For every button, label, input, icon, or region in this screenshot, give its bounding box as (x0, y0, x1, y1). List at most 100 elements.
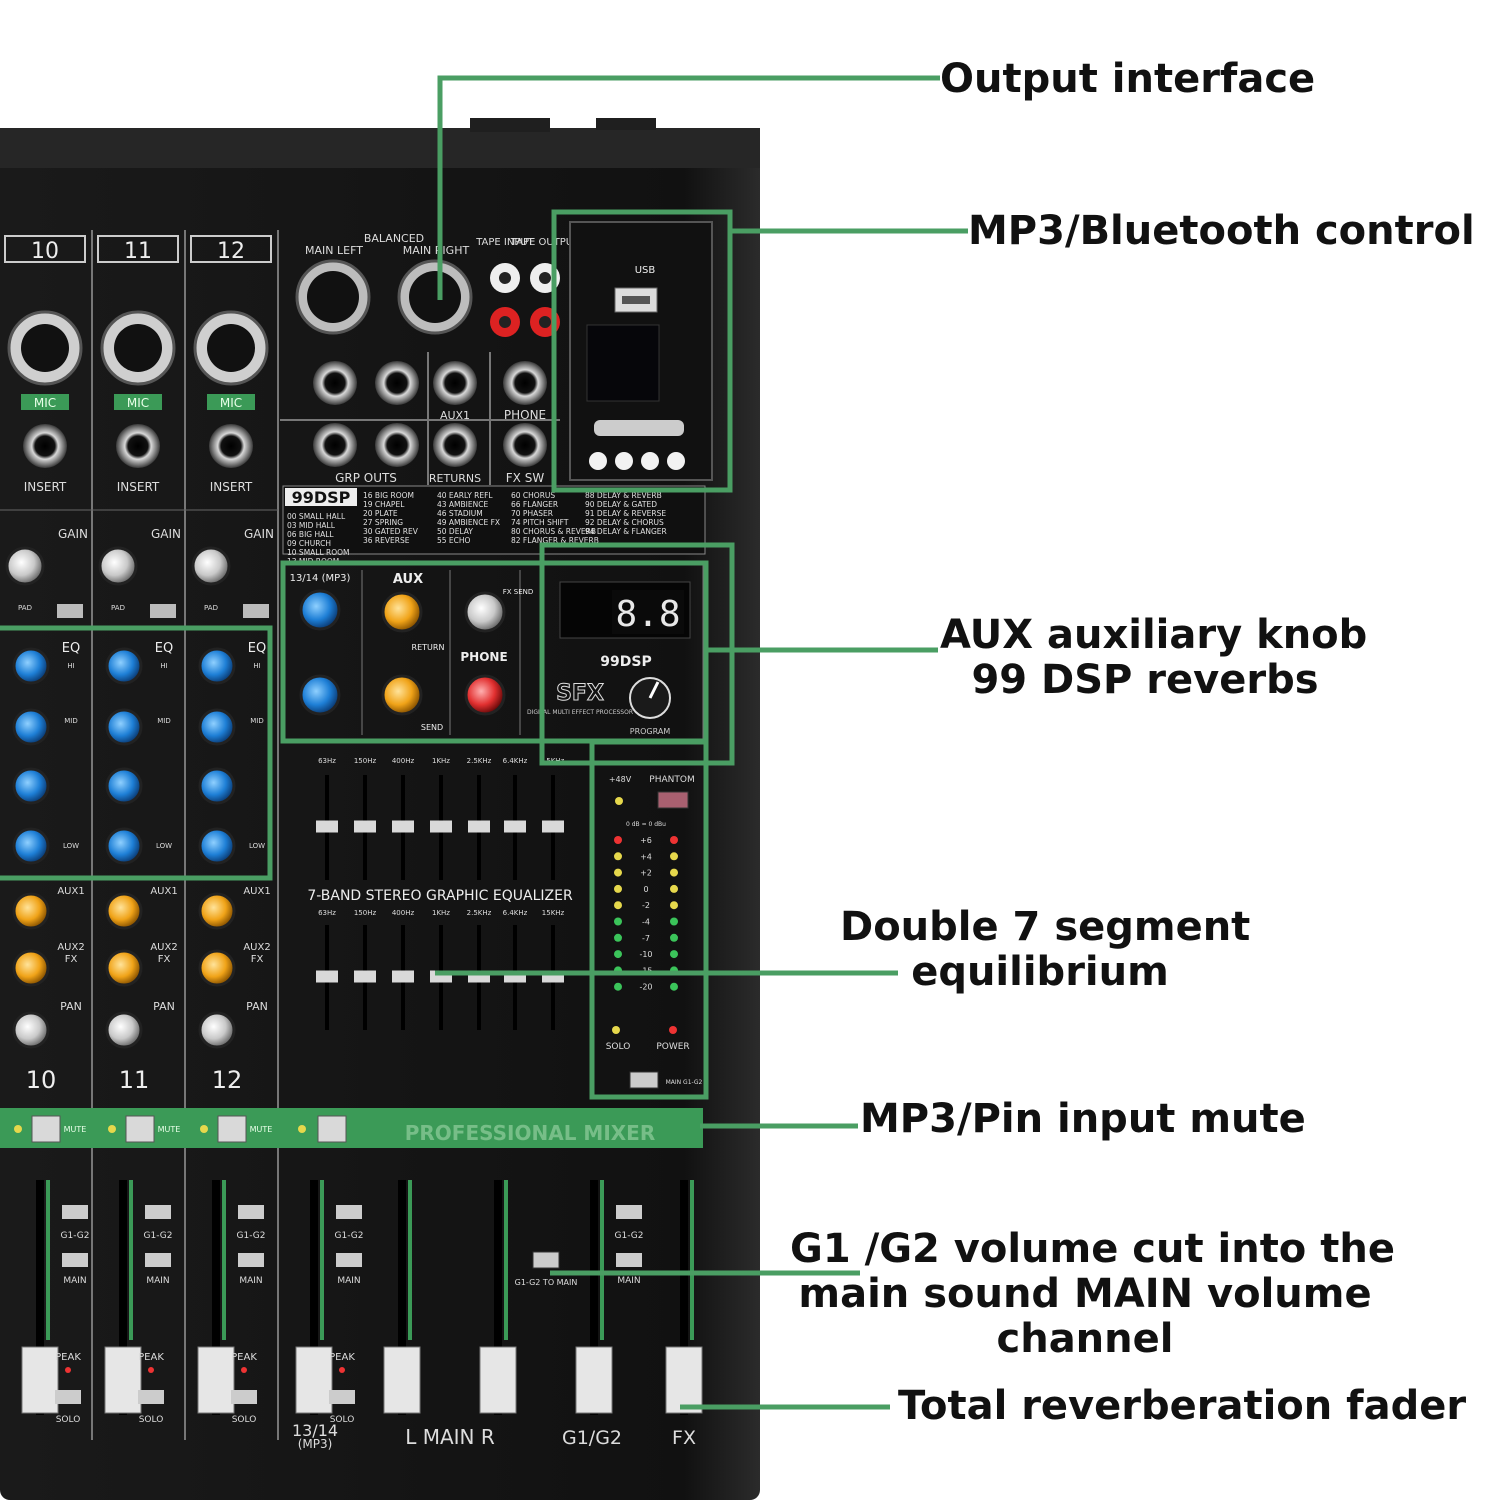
mp3-button-mode[interactable] (667, 452, 685, 470)
ch12-insert-jack[interactable] (209, 424, 253, 468)
geq-slider-cap-l[interactable] (392, 820, 414, 833)
fader-cap-6[interactable] (575, 1346, 613, 1414)
main-assign-button[interactable] (62, 1253, 88, 1267)
geq-slider-cap-l[interactable] (542, 820, 564, 833)
g1g2-assign-button[interactable] (145, 1205, 171, 1219)
ch12-pan-knob[interactable] (198, 1011, 236, 1049)
ch12-eq-knob-3[interactable] (198, 827, 236, 865)
main-assign-button[interactable] (238, 1253, 264, 1267)
jack-returns[interactable] (433, 423, 477, 467)
geq-slider-cap-l[interactable] (504, 820, 526, 833)
ch10-pan-knob[interactable] (12, 1011, 50, 1049)
aux-return-knob[interactable] (381, 591, 423, 633)
ch11-gain-knob[interactable] (98, 546, 138, 586)
geq-slider-cap-l[interactable] (354, 820, 376, 833)
ch11-aux1-knob[interactable] (105, 892, 143, 930)
ch12-eq-knob-0[interactable] (198, 647, 236, 685)
fader-cap-3[interactable] (295, 1346, 333, 1414)
ch10-aux2-knob[interactable] (12, 949, 50, 987)
mute-button-mp3[interactable] (317, 1115, 347, 1143)
solo-button[interactable] (231, 1390, 257, 1404)
phantom-button[interactable] (657, 791, 689, 809)
ch10-pad-button[interactable] (57, 604, 83, 618)
peak-led (148, 1367, 154, 1373)
mp3-hi-knob[interactable] (299, 589, 341, 631)
jack-bal-l[interactable] (313, 361, 357, 405)
mp3-button-prev[interactable] (589, 452, 607, 470)
solo-button[interactable] (138, 1390, 164, 1404)
fader-track (212, 1180, 220, 1415)
meter-led-l (614, 950, 622, 959)
main-assign-button[interactable] (145, 1253, 171, 1267)
jack-grp-2[interactable] (375, 423, 419, 467)
ch12-pad-button[interactable] (243, 604, 269, 618)
ch11-eq-knob-0[interactable] (105, 647, 143, 685)
ch11-pan-label: PAN (153, 1000, 175, 1013)
mp3-button-next[interactable] (641, 452, 659, 470)
geq-slider-cap-r[interactable] (392, 970, 414, 983)
aux-send-knob[interactable] (381, 674, 423, 716)
ch12-gain-knob[interactable] (191, 546, 231, 586)
g1g2-assign-button[interactable] (336, 1205, 362, 1219)
ch11-eq-knob-2[interactable] (105, 767, 143, 805)
fader-cap-5[interactable] (479, 1346, 517, 1414)
ch10-eq-knob-1[interactable] (12, 708, 50, 746)
callout-double7-line1: Double 7 segment (840, 904, 1251, 950)
geq-slider-cap-r[interactable] (354, 970, 376, 983)
g1g2-assign-button[interactable] (238, 1205, 264, 1219)
ch10-mid-label: MID (64, 717, 78, 725)
g1g2-to-main-button[interactable] (532, 1251, 560, 1269)
mp3-low-knob[interactable] (299, 674, 341, 716)
ch12-aux2-knob[interactable] (198, 949, 236, 987)
fx-send-knob[interactable] (464, 591, 506, 633)
jack-fx-sw[interactable] (503, 423, 547, 467)
fader-cap-7[interactable] (665, 1346, 703, 1414)
ch10-aux1-knob[interactable] (12, 892, 50, 930)
fader-cap-1[interactable] (104, 1346, 142, 1414)
main-assign-button[interactable] (336, 1253, 362, 1267)
mute-button-ch10[interactable] (31, 1115, 61, 1143)
ch10-gain-knob[interactable] (5, 546, 45, 586)
ch12-eq-knob-2[interactable] (198, 767, 236, 805)
jack-grp-1[interactable] (313, 423, 357, 467)
solo-button[interactable] (329, 1390, 355, 1404)
fader-cap-4[interactable] (383, 1346, 421, 1414)
ch11-insert-jack[interactable] (116, 424, 160, 468)
ch12-eq-knob-1[interactable] (198, 708, 236, 746)
fader-cap-2[interactable] (197, 1346, 235, 1414)
bottom-label-fx: FX (672, 1427, 696, 1449)
ch11-eq-knob-3[interactable] (105, 827, 143, 865)
ch12-number-box (190, 235, 272, 263)
solo-button[interactable] (55, 1390, 81, 1404)
g1g2-assign-button[interactable] (616, 1205, 642, 1219)
main-assign-label: MAIN (617, 1276, 640, 1286)
ch10-eq-knob-2[interactable] (12, 767, 50, 805)
ch10-insert-jack[interactable] (23, 424, 67, 468)
mp3-button-play[interactable] (615, 452, 633, 470)
mute-button-ch11[interactable] (125, 1115, 155, 1143)
g1g2-assign-button[interactable] (62, 1205, 88, 1219)
phone-volume-knob[interactable] (464, 674, 506, 716)
geq-slider-cap-r[interactable] (316, 970, 338, 983)
ch11-aux2-knob[interactable] (105, 949, 143, 987)
dsp-preset-item: 80 CHORUS & REVERB (511, 527, 596, 536)
dsp-preset-item: 90 DELAY & GATED (585, 500, 657, 509)
geq-slider-cap-l[interactable] (316, 820, 338, 833)
mute-button-ch12[interactable] (217, 1115, 247, 1143)
ch10-eq-knob-3[interactable] (12, 827, 50, 865)
ch11-pan-knob[interactable] (105, 1011, 143, 1049)
ch11-pad-button[interactable] (150, 604, 176, 618)
main-assign-button[interactable] (616, 1253, 642, 1267)
ch12-mid-label: MID (250, 717, 264, 725)
geq-slider-cap-l[interactable] (430, 820, 452, 833)
ch10-pan-label: PAN (60, 1000, 82, 1013)
ch12-aux1-knob[interactable] (198, 892, 236, 930)
main-g1g2-button[interactable] (629, 1071, 659, 1089)
fader-cap-0[interactable] (21, 1346, 59, 1414)
jack-aux1[interactable] (433, 361, 477, 405)
jack-phone[interactable] (503, 361, 547, 405)
jack-bal-r[interactable] (375, 361, 419, 405)
ch11-eq-knob-1[interactable] (105, 708, 143, 746)
ch10-eq-knob-0[interactable] (12, 647, 50, 685)
geq-slider-cap-l[interactable] (468, 820, 490, 833)
